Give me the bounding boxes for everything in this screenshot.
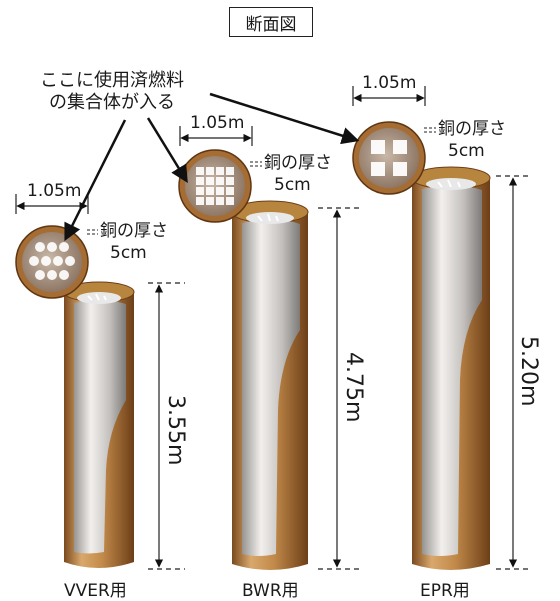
thickness-marker [87, 127, 436, 235]
cask-name-epr: EPR用 [420, 581, 470, 601]
steel-canister [72, 300, 126, 554]
height-label-bwr: 4.75m [341, 352, 366, 423]
height-dimension-epr [496, 175, 530, 570]
caption-arrows [64, 92, 360, 242]
caption-line-2: の集合体が入る [49, 92, 175, 113]
thickness-label-bwr: 銅の厚さ 5cm [264, 153, 332, 195]
height-label-epr: 5.20m [516, 336, 541, 407]
cask-vver [63, 281, 135, 568]
thickness-label-vver: 銅の厚さ 5cm [100, 221, 168, 263]
thickness-label-epr: 銅の厚さ 5cm [438, 119, 506, 161]
cross-section-epr [352, 121, 426, 195]
title-box: 断面図 [229, 7, 313, 37]
height-dimension-bwr [318, 207, 360, 570]
height-dimension-vver [148, 282, 185, 570]
width-label-vver: 1.05m [27, 181, 82, 201]
width-dimension-vver [15, 194, 89, 214]
cross-section-bwr [178, 149, 252, 223]
width-label-bwr: 1.05m [190, 113, 245, 133]
caption-line-1: ここに使用済燃料 [40, 70, 184, 91]
width-dimension-epr [352, 86, 426, 106]
steel-canister [240, 219, 300, 556]
steel-canister [420, 185, 482, 556]
width-dimension-bwr [179, 126, 253, 146]
cask-bwr [231, 200, 309, 570]
cask-name-vver: VVER用 [64, 581, 127, 601]
height-label-vver: 3.55m [163, 395, 188, 466]
width-label-epr: 1.05m [362, 73, 417, 93]
cask-epr [411, 166, 491, 570]
caption: ここに使用済燃料 の集合体が入る [40, 70, 184, 114]
cask-name-bwr: BWR用 [242, 581, 299, 601]
cross-section-vver [15, 225, 89, 299]
